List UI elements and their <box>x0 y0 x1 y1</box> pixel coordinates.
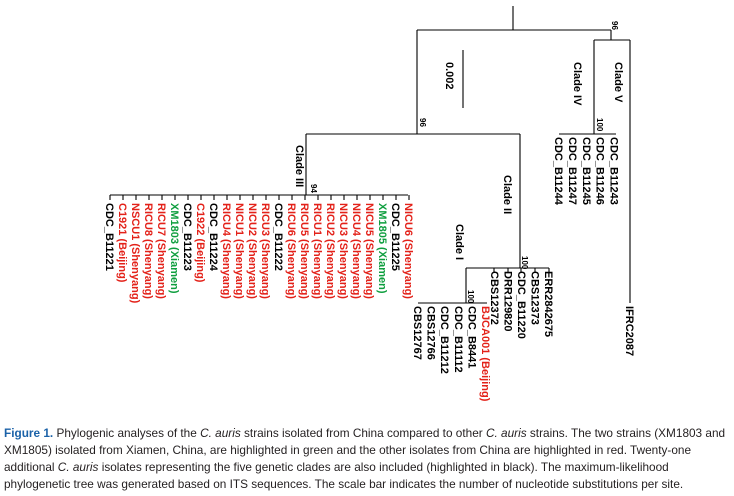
clade-iii-label: Clade III <box>293 145 305 187</box>
bootstrap-clade-i: 100 <box>466 290 475 304</box>
clade-v-label: Clade V <box>612 62 624 103</box>
taxon-label: RICU3 (Shenyang) <box>259 203 271 299</box>
taxon-label: IFRC2087 <box>623 306 635 356</box>
taxon-label: C1921 (Beijing) <box>116 203 128 283</box>
taxon-label: NICU6 (Shenyang) <box>402 203 414 299</box>
bootstrap-clade-v: 100 <box>595 118 604 132</box>
taxon-label: CDC_B11212 <box>438 306 450 374</box>
taxon-label: CDC_B11246 <box>594 137 606 205</box>
bootstrap-clade-iii-ii: 96 <box>418 118 427 127</box>
figure-label: Figure 1. <box>4 426 54 440</box>
taxon-label: NICU3 (Shenyang) <box>337 203 349 299</box>
taxon-label: CDC_B11224 <box>207 203 219 272</box>
taxon-label: RICU4 (Shenyang) <box>220 203 232 299</box>
taxon-label: CDC_B11223 <box>181 203 193 271</box>
taxon-label: NICU5 (Shenyang) <box>363 203 375 299</box>
taxon-label: CDC_B8441 <box>465 306 477 368</box>
taxon-label: RICU8 (Shenyang) <box>142 203 154 299</box>
figure-caption: Figure 1. Phylogenic analyses of the C. … <box>4 425 730 493</box>
taxon-label: CDC_B11222 <box>272 203 284 271</box>
taxon-label: CDC_B11220 <box>515 271 527 339</box>
caption-species-3: C. auris <box>57 460 99 474</box>
caption-text-1: Phylogenic analyses of the <box>53 426 201 440</box>
caption-text-2: strains isolated from China compared to … <box>240 426 486 440</box>
clade-ii-label: Clade II <box>501 175 513 214</box>
bootstrap-root-clade-v: 96 <box>610 21 619 30</box>
bootstrap-clade-iii: 94 <box>309 184 318 193</box>
taxon-label: CDC_B11112 <box>452 306 464 373</box>
taxon-label: CDC_B11244 <box>552 137 564 206</box>
caption-text-4: isolates representing the five genetic c… <box>4 460 684 491</box>
taxon-label: XM1803 (Xiamen) <box>168 203 180 294</box>
clade-ii-leaf-lines <box>493 268 550 272</box>
caption-species-1: C. auris <box>200 426 241 440</box>
bootstrap-clade-ii: 100 <box>520 256 529 270</box>
taxon-label: CDC_B11245 <box>580 137 592 205</box>
taxon-label: RICU7 (Shenyang) <box>155 203 167 299</box>
taxon-label: CBS12372 <box>488 271 500 325</box>
taxon-label: CBS12373 <box>529 271 541 325</box>
taxon-label: C1922 (Beijing) <box>194 203 206 283</box>
taxon-label: CDC_B11243 <box>608 137 620 205</box>
taxon-label: RICU2 (Shenyang) <box>324 203 336 299</box>
taxon-label: RICU1 (Shenyang) <box>311 203 323 299</box>
clade-iv-label: Clade IV <box>571 62 583 106</box>
taxon-label: NICU1 (Shenyang) <box>233 203 245 299</box>
taxon-label: RICU6 (Shenyang) <box>285 203 297 299</box>
taxon-label: ERR2842675 <box>542 271 554 337</box>
taxon-label: NICU4 (Shenyang) <box>350 203 362 299</box>
taxon-label: CDC_B11247 <box>566 137 578 205</box>
taxon-label: XM1805 (Xiamen) <box>376 203 388 294</box>
taxon-label: CDC_B11225 <box>389 203 401 271</box>
taxon-label: RICU5 (Shenyang) <box>298 203 310 299</box>
taxon-label: CBS12767 <box>411 306 423 360</box>
clade-iii-leaf-lines <box>109 195 410 200</box>
clade-i-label: Clade I <box>453 224 465 260</box>
taxon-label: NSCU1 (Shenyang) <box>129 203 141 304</box>
taxon-label: NICU2 (Shenyang) <box>246 203 258 299</box>
taxon-label: CDC_B11221 <box>103 203 115 271</box>
taxon-label: DRR129820 <box>502 271 514 332</box>
caption-species-2: C. auris <box>485 426 527 440</box>
caption-text-3: strains. The two strains (XM1803 and XM1… <box>4 426 726 474</box>
phylogenetic-tree: 96 100 96 94 100 100 Clade V Clade IV Cl… <box>103 6 635 402</box>
taxon-label: CBS12766 <box>425 306 437 360</box>
scale-bar-label: 0.002 <box>443 62 455 90</box>
taxon-label: BJCA001 (Beijing) <box>479 306 491 402</box>
